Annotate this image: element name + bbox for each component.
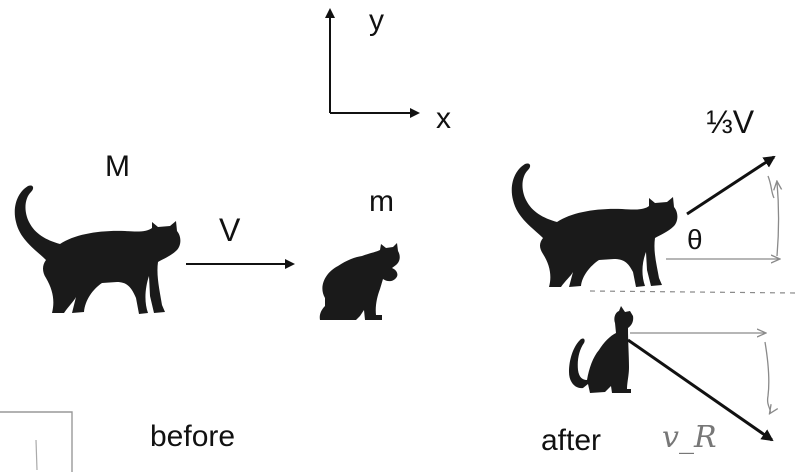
- big-cat-y-component-arrow: [777, 182, 779, 257]
- small-cat-mass-label: m: [369, 185, 394, 218]
- small-cat-after-velocity-arrow: [627, 338, 774, 442]
- big-cat-after-icon: [511, 163, 678, 287]
- y-axis-label: y: [369, 4, 384, 37]
- x-axis-label: x: [436, 102, 451, 135]
- before-velocity-label: V: [219, 212, 241, 248]
- corner-box-mark: [35, 439, 38, 471]
- big-cat-mass-label: M: [105, 150, 130, 183]
- big-cat-components-sketch: [666, 175, 779, 259]
- big-cat-after-velocity-arrow: [686, 155, 776, 216]
- small-cat-y-component-arrow: [764, 341, 770, 413]
- small-cat-before-icon: [319, 243, 400, 320]
- after-caption: after: [541, 424, 602, 457]
- coordinate-axes: [325, 8, 420, 118]
- before-caption: before: [150, 420, 236, 453]
- big-cat-y-component-tick: [767, 175, 775, 199]
- big-cat-after-velocity-label: ⅓V: [706, 104, 755, 140]
- small-cat-after-velocity-label: v_R: [662, 420, 717, 455]
- small-cat-after-icon: [569, 306, 634, 393]
- big-cat-before-icon: [14, 185, 181, 314]
- corner-box-sketch: [0, 411, 73, 472]
- small-cat-components-sketch: [630, 333, 770, 413]
- dashed-separator: [589, 290, 797, 294]
- angle-label: θ: [687, 224, 703, 255]
